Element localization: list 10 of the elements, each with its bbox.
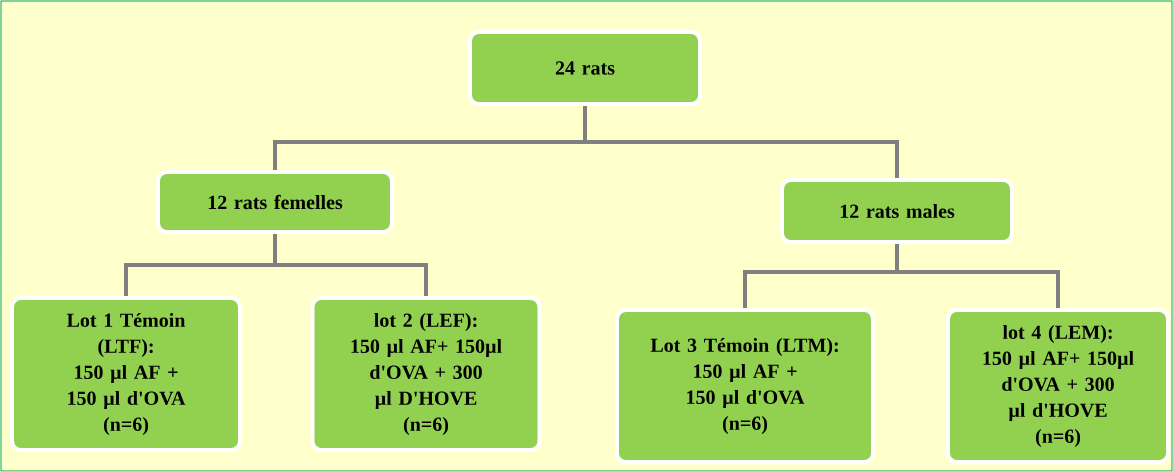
connector-line (895, 244, 1060, 308)
group-box: lot 4 (LEM): 150 µl AF+ 150µl d'OVA + 300 µl d'HOVE (n=6) (946, 308, 1170, 464)
group-box: 12 rats males (780, 178, 1014, 244)
group-box: 24 rats (468, 30, 702, 106)
group-box: 12 rats femelles (156, 170, 394, 234)
group-box: Lot 1 Témoin (LTF): 150 µl AF + 150 µl d'OVA (n=6) (10, 296, 242, 452)
group-box: lot 2 (LEF): 150 µl AF+ 150µl d'OVA + 300 µl D'HOVE (n=6) (310, 296, 542, 452)
connector-line (583, 106, 899, 178)
group-box: Lot 3 Témoin (LTM): 150 µl AF + 150 µl d'OVA (n=6) (615, 308, 875, 464)
connector-line (273, 234, 428, 296)
